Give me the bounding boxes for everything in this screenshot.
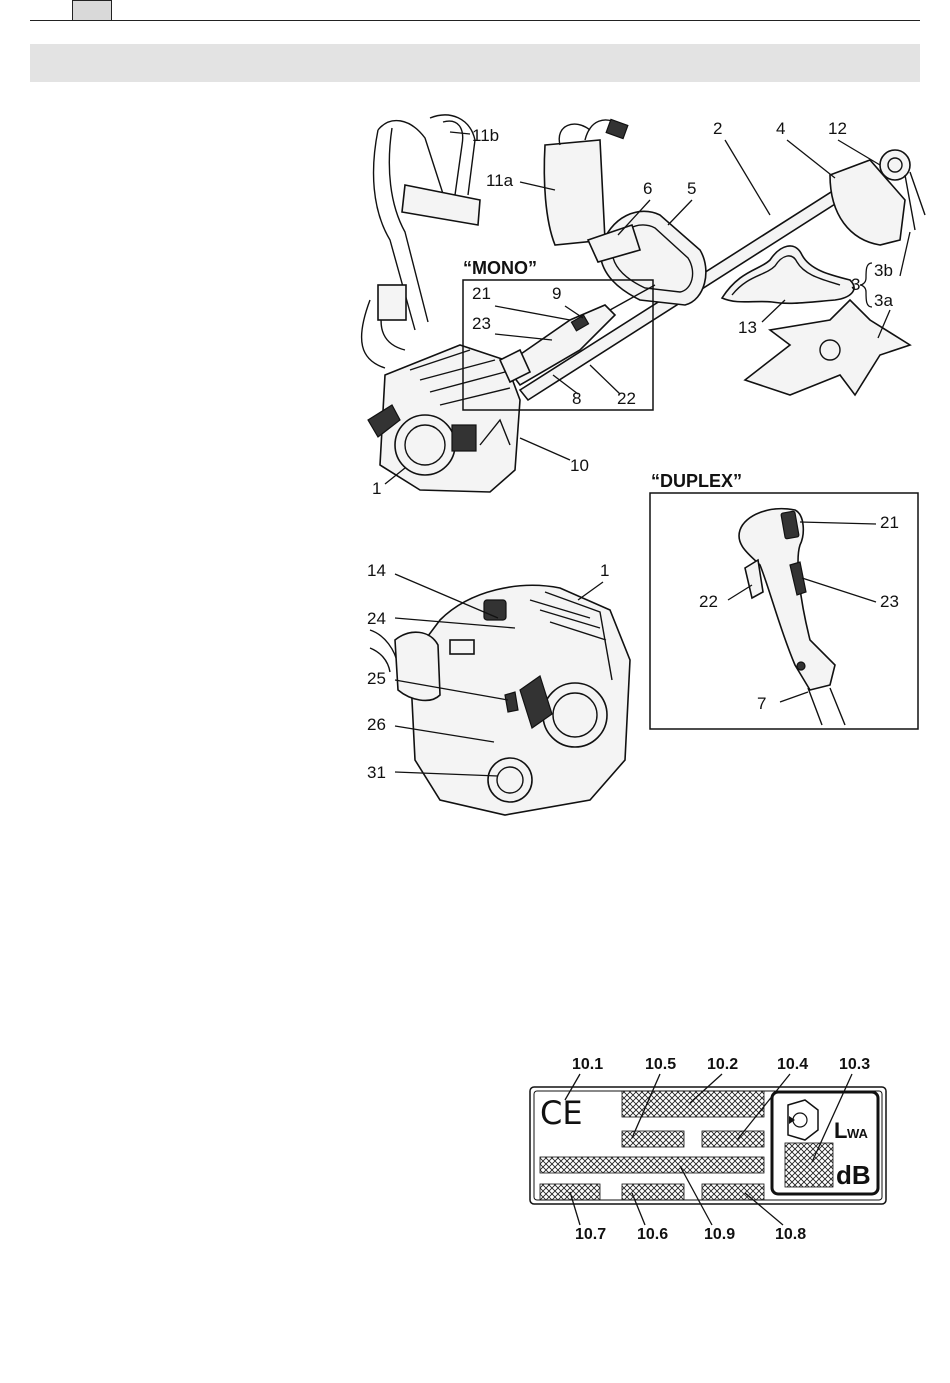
lwa-letter: L (834, 1118, 847, 1143)
rating-plate: CE L WA dB (530, 1087, 886, 1204)
duplex-label-7: 7 (757, 694, 766, 713)
field-10-8 (702, 1184, 764, 1200)
label-22: 22 (617, 389, 636, 408)
plate-label-10-2: 10.2 (707, 1056, 738, 1073)
bracket-3 (860, 263, 872, 307)
label-9: 9 (552, 284, 561, 303)
mono-grip-icon (500, 285, 655, 385)
duplex-label-22: 22 (699, 592, 718, 611)
label-12: 12 (828, 119, 847, 138)
lwa-subscript: WA (847, 1126, 869, 1141)
label-23: 23 (472, 314, 491, 333)
label-11b: 11b (472, 126, 499, 145)
db-unit: dB (836, 1160, 871, 1190)
field-10-4 (702, 1131, 764, 1147)
label-21: 21 (472, 284, 491, 303)
field-10-6 (622, 1184, 684, 1200)
plate-label-10-6: 10.6 (637, 1226, 668, 1243)
label-8: 8 (572, 389, 581, 408)
plate-label-10-3: 10.3 (839, 1056, 870, 1073)
ce-mark: CE (540, 1094, 583, 1132)
mono-title: “MONO” (463, 258, 537, 278)
engine-label-26: 26 (367, 715, 386, 734)
plate-label-10-7: 10.7 (575, 1226, 606, 1243)
plate-label-10-5: 10.5 (645, 1056, 676, 1073)
field-10-5 (622, 1131, 684, 1147)
label-2: 2 (713, 119, 722, 138)
duplex-label-23: 23 (880, 592, 899, 611)
plate-label-10-4: 10.4 (777, 1056, 808, 1073)
label-5: 5 (687, 179, 696, 198)
label-10: 10 (570, 456, 589, 475)
handle-icon (588, 211, 706, 305)
plate-label-10-1: 10.1 (572, 1056, 603, 1073)
field-10-3 (785, 1143, 833, 1187)
figure-brushcutter: 11b 11a 2 4 12 6 5 “MONO” 21 9 23 8 22 3… (362, 115, 925, 498)
engine-icon (368, 345, 520, 492)
engine-label-1: 1 (600, 561, 609, 580)
engine-label-14: 14 (367, 561, 386, 580)
engine-label-31: 31 (367, 763, 386, 782)
label-6: 6 (643, 179, 652, 198)
harness-icon (362, 115, 480, 368)
label-3a: 3a (874, 291, 893, 310)
label-3: 3 (851, 275, 860, 294)
duplex-title: “DUPLEX” (651, 471, 742, 491)
plate-label-10-8: 10.8 (775, 1226, 806, 1243)
engine-label-25: 25 (367, 669, 386, 688)
duplex-label-21: 21 (880, 513, 899, 532)
label-3b: 3b (874, 261, 893, 280)
label-11a: 11a (486, 171, 514, 190)
label-4: 4 (776, 119, 785, 138)
engine-label-24: 24 (367, 609, 386, 628)
sound-level-icon (788, 1100, 818, 1140)
plate-label-10-9: 10.9 (704, 1226, 735, 1243)
field-10-9 (540, 1157, 764, 1173)
duplex-grip-icon (739, 509, 845, 725)
label-1: 1 (372, 479, 381, 498)
label-13: 13 (738, 318, 757, 337)
